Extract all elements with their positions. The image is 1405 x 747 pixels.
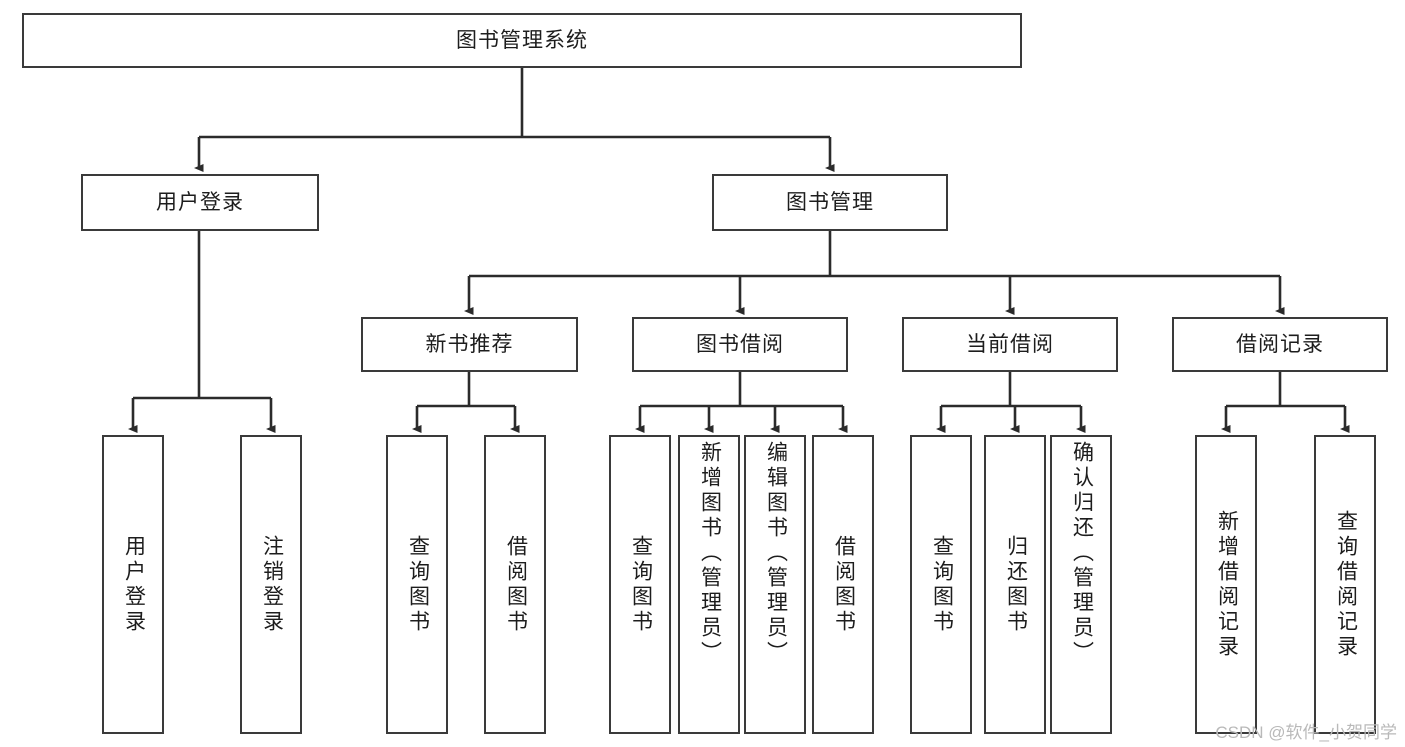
- node-leaf-user-login-label: 用户登录: [122, 534, 146, 635]
- node-leaf-borrow-book-2-label: 借阅图书: [832, 534, 856, 635]
- node-leaf-add-book[interactable]: 新增图书（管理员）: [678, 435, 740, 734]
- node-leaf-borrow-book-1[interactable]: 借阅图书: [484, 435, 546, 734]
- node-book-manage[interactable]: 图书管理: [712, 174, 948, 231]
- node-book-manage-label: 图书管理: [786, 190, 874, 214]
- node-leaf-confirm-return-label: 确认归还（管理员）: [1070, 441, 1094, 666]
- node-leaf-query-record-label: 查询借阅记录: [1334, 509, 1358, 660]
- node-leaf-query-book-3[interactable]: 查询图书: [910, 435, 972, 734]
- node-leaf-borrow-book-2[interactable]: 借阅图书: [812, 435, 874, 734]
- node-leaf-add-record[interactable]: 新增借阅记录: [1195, 435, 1257, 734]
- watermark: CSDN @软件_小贺同学: [1215, 723, 1397, 742]
- node-root[interactable]: 图书管理系统: [22, 13, 1022, 68]
- node-leaf-confirm-return[interactable]: 确认归还（管理员）: [1050, 435, 1112, 734]
- node-borrow-record[interactable]: 借阅记录: [1172, 317, 1388, 372]
- node-leaf-user-logout[interactable]: 注销登录: [240, 435, 302, 734]
- node-user-login[interactable]: 用户登录: [81, 174, 319, 231]
- node-leaf-query-book-3-label: 查询图书: [930, 534, 954, 635]
- node-leaf-edit-book-label: 编辑图书（管理员）: [764, 441, 788, 666]
- node-leaf-user-logout-label: 注销登录: [260, 534, 284, 635]
- node-leaf-add-book-label: 新增图书（管理员）: [698, 441, 722, 666]
- node-current-borrow[interactable]: 当前借阅: [902, 317, 1118, 372]
- node-root-label: 图书管理系统: [456, 28, 588, 52]
- node-leaf-user-login[interactable]: 用户登录: [102, 435, 164, 734]
- node-leaf-query-record[interactable]: 查询借阅记录: [1314, 435, 1376, 734]
- node-leaf-return-book[interactable]: 归还图书: [984, 435, 1046, 734]
- node-new-book-recommend[interactable]: 新书推荐: [361, 317, 578, 372]
- node-book-borrow[interactable]: 图书借阅: [632, 317, 848, 372]
- node-current-borrow-label: 当前借阅: [966, 332, 1054, 356]
- node-leaf-edit-book[interactable]: 编辑图书（管理员）: [744, 435, 806, 734]
- node-leaf-add-record-label: 新增借阅记录: [1215, 509, 1239, 660]
- node-book-borrow-label: 图书借阅: [696, 332, 784, 356]
- node-leaf-return-book-label: 归还图书: [1004, 534, 1028, 635]
- node-new-book-recommend-label: 新书推荐: [425, 332, 514, 356]
- node-leaf-query-book-1[interactable]: 查询图书: [386, 435, 448, 734]
- node-borrow-record-label: 借阅记录: [1236, 332, 1324, 356]
- node-leaf-query-book-2[interactable]: 查询图书: [609, 435, 671, 734]
- node-user-login-label: 用户登录: [156, 190, 244, 214]
- node-leaf-query-book-1-label: 查询图书: [406, 534, 430, 635]
- node-leaf-borrow-book-1-label: 借阅图书: [504, 534, 528, 635]
- node-leaf-query-book-2-label: 查询图书: [629, 534, 653, 635]
